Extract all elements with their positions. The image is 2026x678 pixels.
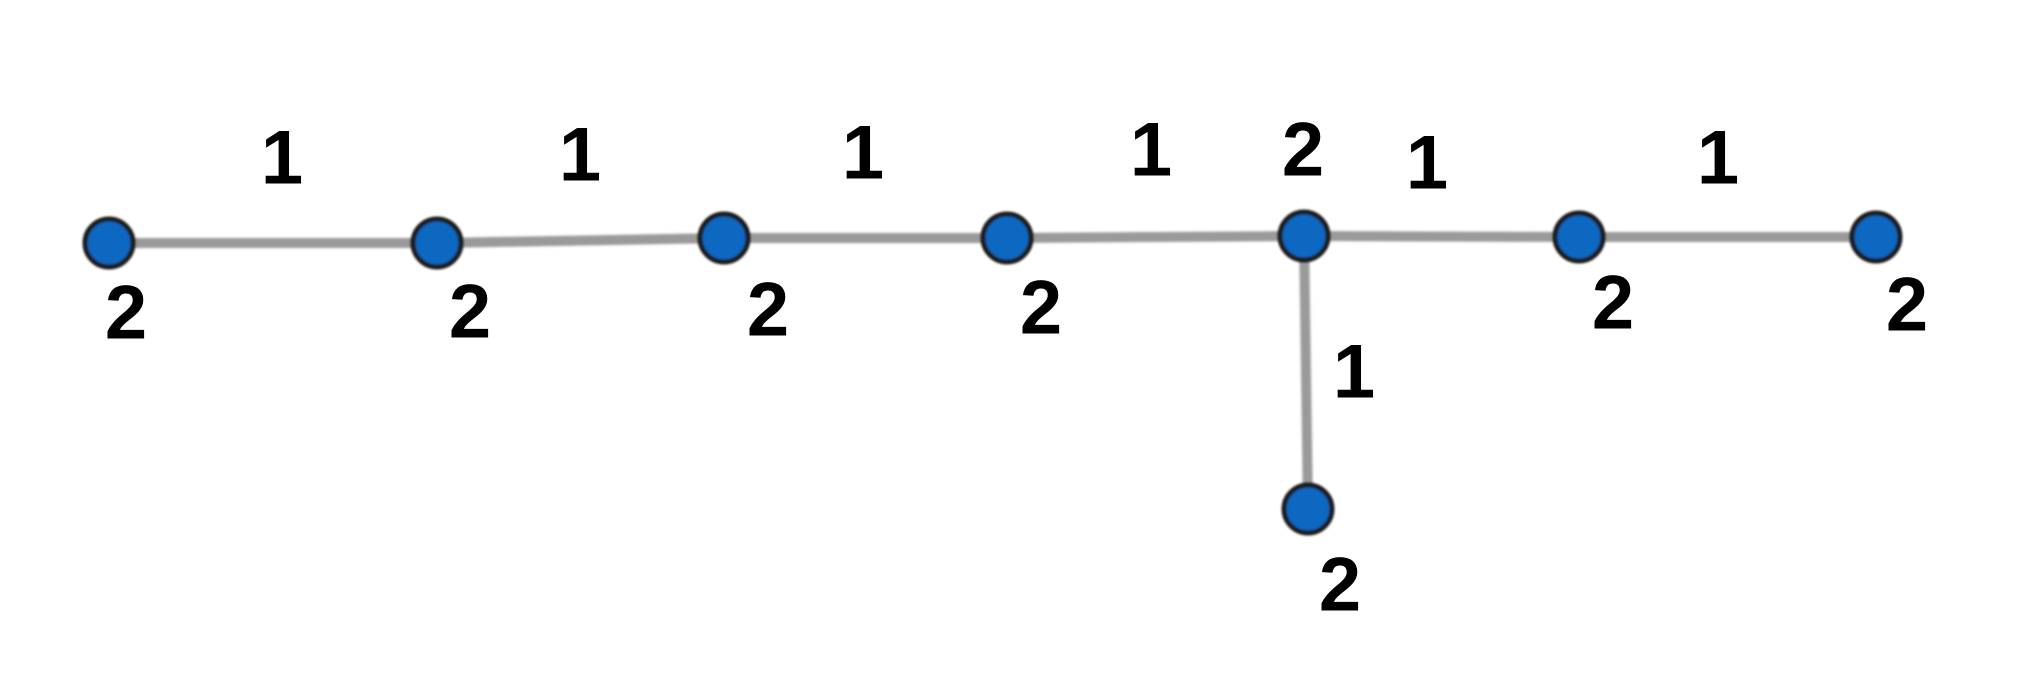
edge-weight-label: 1 <box>842 111 884 196</box>
edge-weight-label: 1 <box>1130 108 1172 193</box>
node-value-label: 2 <box>1282 108 1324 193</box>
graph-edge-n5-n6 <box>1299 231 1584 242</box>
graph-node-n7 <box>1849 210 1903 264</box>
node-value-label: 2 <box>747 268 789 353</box>
node-value-label: 2 <box>1886 263 1928 348</box>
graph-node-n8 <box>1281 482 1335 536</box>
node-value-label: 2 <box>1319 543 1361 628</box>
graph-node-n5 <box>1277 209 1331 263</box>
edge-weight-label: 1 <box>559 113 601 198</box>
graph-node-n2 <box>410 216 464 270</box>
graph-edge-n2-n3 <box>432 233 729 248</box>
graph-node-n4 <box>980 211 1034 265</box>
graph-node-n3 <box>697 211 751 265</box>
edge-weight-label: 1 <box>261 116 303 201</box>
edges-layer <box>104 231 1881 514</box>
node-value-label: 2 <box>105 271 147 356</box>
nodes-layer <box>82 209 1903 536</box>
edge-weight-label: 1 <box>1406 121 1448 206</box>
graph-edge-n4-n5 <box>1002 231 1309 243</box>
edge-weight-label: 1 <box>1697 116 1739 201</box>
node-value-label: 2 <box>449 270 491 355</box>
graph-edge-n5-n8 <box>1299 231 1313 514</box>
node-value-label: 2 <box>1592 261 1634 346</box>
graph-node-n6 <box>1552 210 1606 264</box>
graph-node-n1 <box>82 216 136 270</box>
edge-weight-label: 1 <box>1333 330 1375 415</box>
node-value-label: 2 <box>1020 266 1062 351</box>
